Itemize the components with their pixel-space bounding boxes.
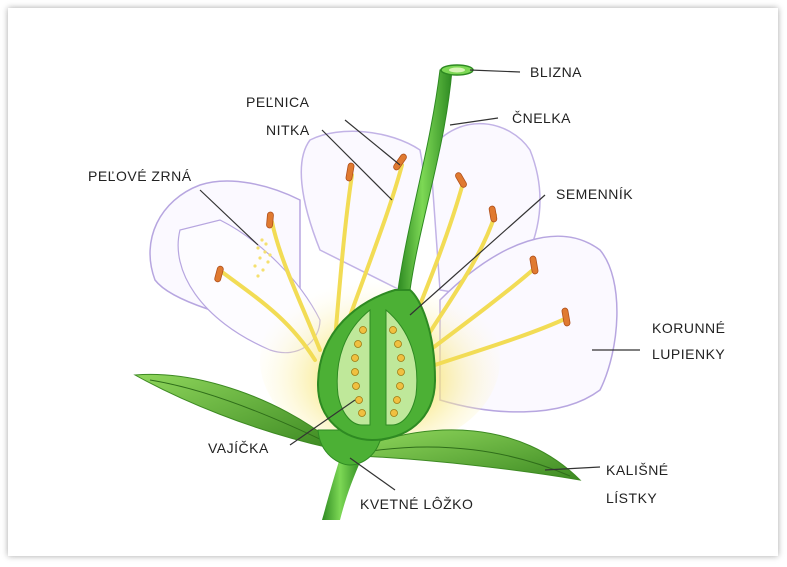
leader-kvetne-lozko (350, 458, 395, 490)
label-pelnica: PEĽNICA (246, 94, 309, 110)
label-semennik: SEMENNÍK (556, 186, 633, 202)
leader-blizna (470, 70, 520, 72)
label-blizna: BLIZNA (530, 64, 582, 80)
label-cnelka: ČNELKA (512, 110, 571, 126)
label-korunne-line1: KORUNNÉ (652, 320, 726, 336)
label-kalisne-line2: LÍSTKY (606, 490, 657, 506)
label-pelove-zrna: PEĽOVÉ ZRNÁ (88, 168, 192, 184)
label-nitka: NITKA (266, 122, 310, 138)
label-kalisne-line1: KALIŠNÉ (606, 462, 669, 478)
stem (322, 458, 362, 520)
label-kvetne-lozko: KVETNÉ LÔŽKO (360, 496, 473, 512)
label-korunne-line2: LUPIENKY (652, 346, 725, 362)
label-vajicka: VAJÍČKA (208, 440, 269, 456)
